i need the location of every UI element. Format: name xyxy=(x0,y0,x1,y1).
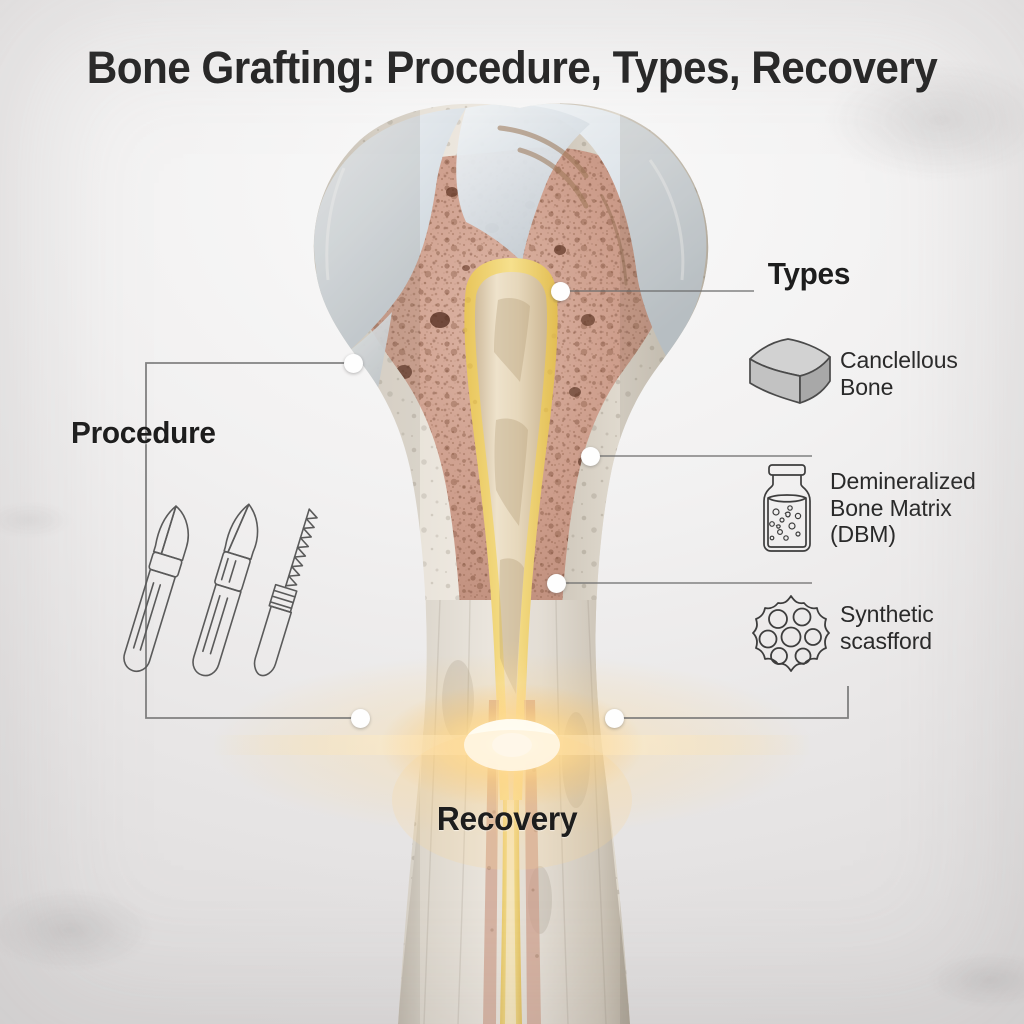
type-label-synthetic: Synthetic scasfford xyxy=(840,601,934,654)
section-heading-types: Types xyxy=(767,256,851,291)
callout-dot-recovery-left[interactable] xyxy=(351,709,370,728)
type-label-dbm: Demineralized Bone Matrix (DBM) xyxy=(830,468,976,548)
vial-icon xyxy=(763,464,811,552)
scaffold-icon xyxy=(752,595,830,672)
callout-dot-types[interactable] xyxy=(551,282,570,301)
callout-dot-dbm[interactable] xyxy=(581,447,600,466)
cube-icon xyxy=(749,338,831,404)
surgical-instruments-icon xyxy=(123,503,318,677)
type-label-cancellous: Canclellous Bone xyxy=(840,347,958,400)
callout-dot-recovery-right[interactable] xyxy=(605,709,624,728)
callout-dot-synthetic[interactable] xyxy=(547,574,566,593)
section-heading-recovery: Recovery xyxy=(436,800,578,837)
page-title: Bone Grafting: Procedure, Types, Recover… xyxy=(86,42,938,93)
section-heading-procedure: Procedure xyxy=(71,415,216,450)
callout-dot-procedure[interactable] xyxy=(344,354,363,373)
